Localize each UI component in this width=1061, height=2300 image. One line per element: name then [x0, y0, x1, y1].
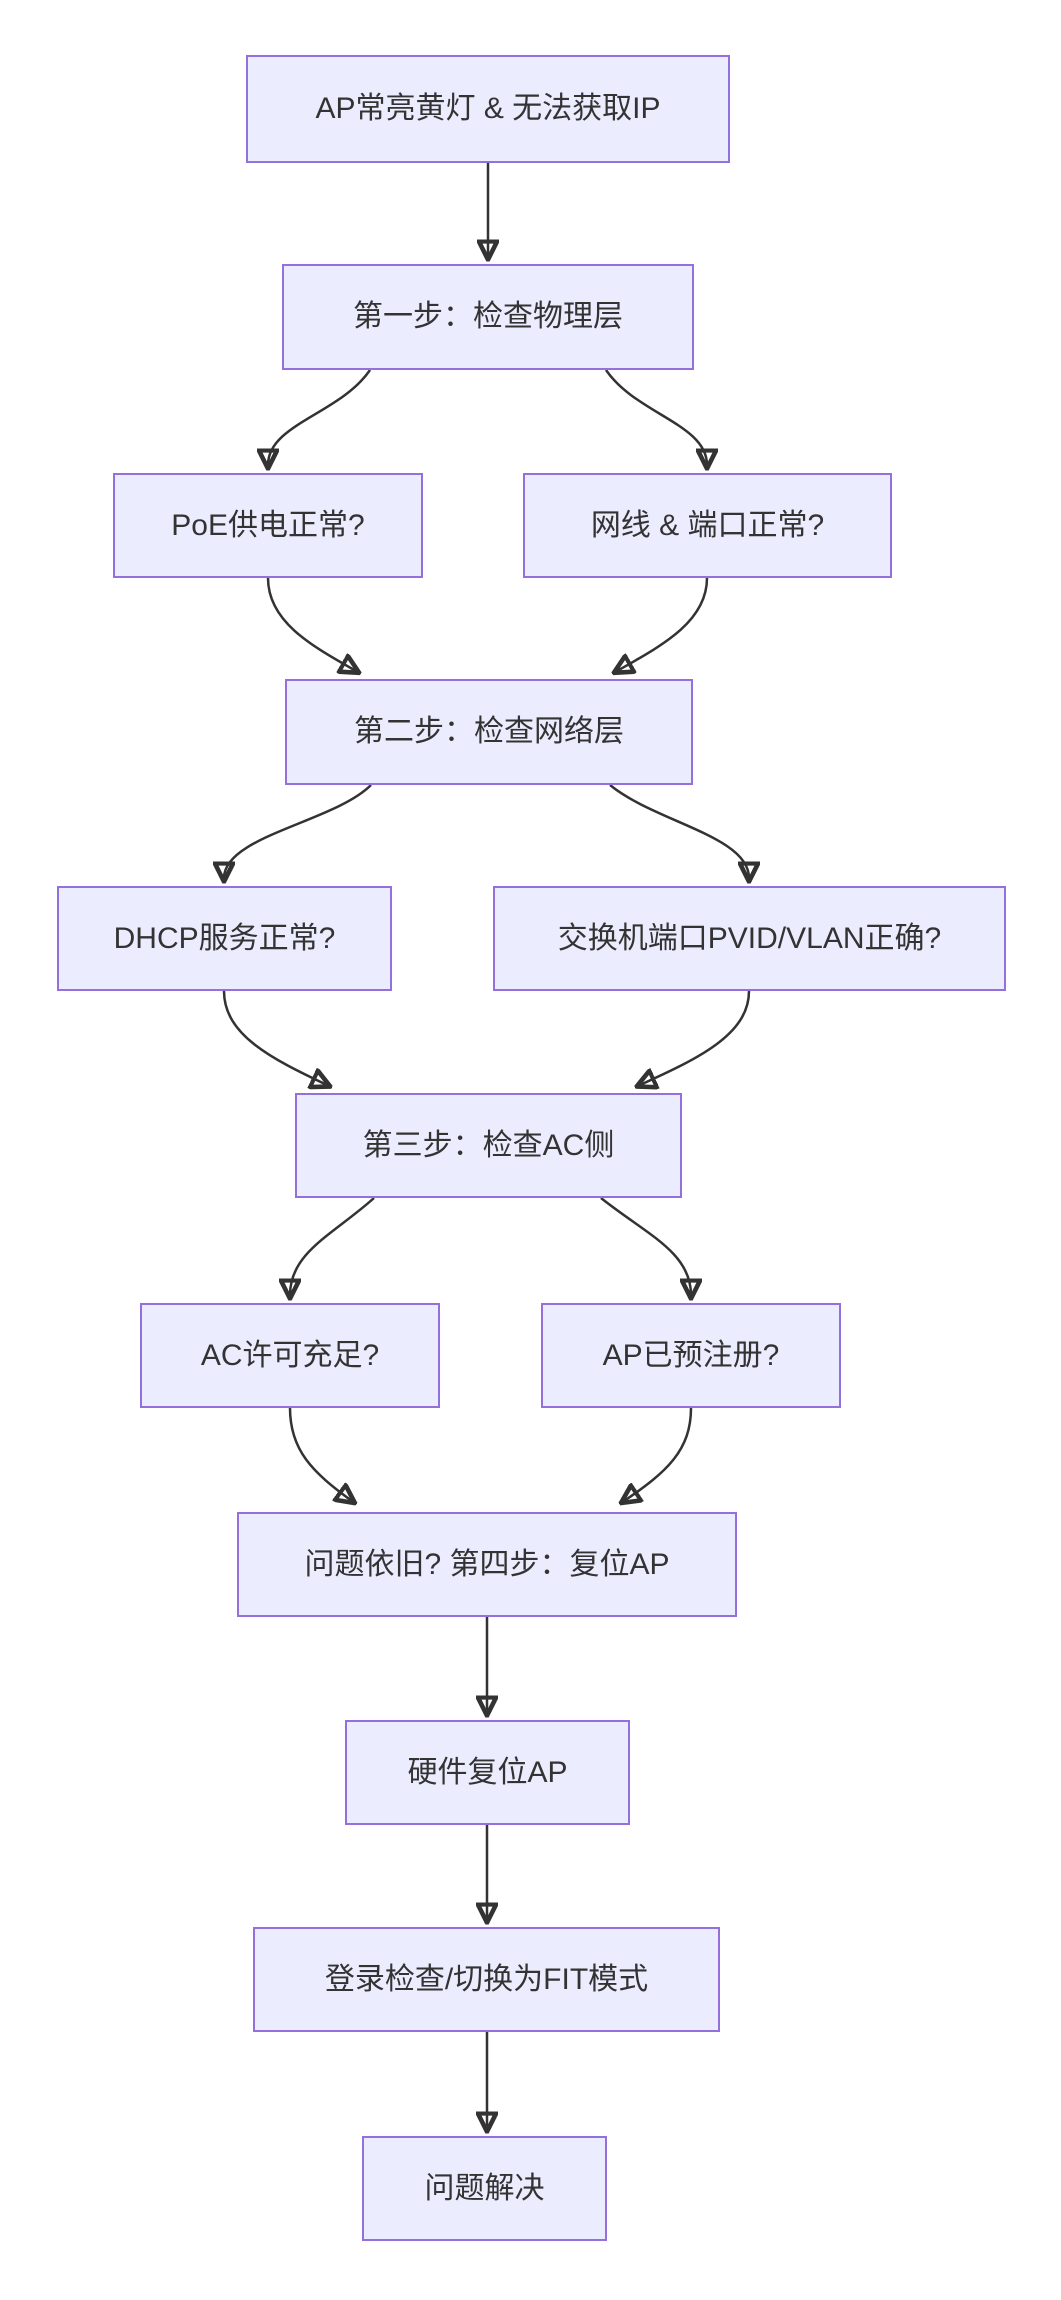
node-step4: 问题依旧? 第四步：复位AP: [237, 1512, 737, 1617]
node-symptom-label: AP常亮黄灯 & 无法获取IP: [315, 92, 661, 125]
node-dhcp: DHCP服务正常?: [57, 886, 392, 991]
node-solved: 问题解决: [362, 2136, 607, 2241]
node-vlan-label: 交换机端口PVID/VLAN正确?: [557, 921, 942, 955]
node-register-label: AP已预注册?: [602, 1338, 780, 1372]
node-step2-label: 第二步：检查网络层: [354, 715, 624, 748]
node-step2: 第二步：检查网络层: [285, 679, 693, 785]
node-fit: 登录检查/切换为FIT模式: [253, 1927, 720, 2032]
edge-register-step4: [624, 1407, 693, 1501]
edge-step2-dhcp: [224, 784, 372, 878]
edge-step3-license: [290, 1197, 375, 1295]
edge-step1-poe: [268, 369, 372, 465]
edge-poe-step2: [266, 577, 356, 671]
node-vlan: 交换机端口PVID/VLAN正确?: [493, 886, 1006, 991]
node-step1: 第一步：检查物理层: [282, 264, 694, 370]
node-reset-label: 硬件复位AP: [407, 1755, 568, 1789]
node-step1-label: 第一步：检查物理层: [353, 300, 623, 333]
node-poe-label: PoE供电正常?: [171, 508, 365, 542]
node-cable: 网线 & 端口正常?: [523, 473, 892, 578]
node-cable-label: 网线 & 端口正常?: [590, 508, 825, 542]
edge-dhcp-step3: [222, 990, 327, 1085]
node-step4-label: 问题依旧? 第四步：复位AP: [304, 1547, 670, 1581]
node-dhcp-label: DHCP服务正常?: [113, 921, 336, 955]
node-poe: PoE供电正常?: [113, 473, 423, 578]
edge-cable-step2: [617, 577, 709, 671]
node-license-label: AC许可充足?: [200, 1338, 380, 1372]
node-fit-label: 登录检查/切换为FIT模式: [324, 1962, 649, 1996]
edge-license-step4: [288, 1407, 352, 1501]
node-step3: 第三步：检查AC侧: [295, 1093, 682, 1198]
node-reset: 硬件复位AP: [345, 1720, 630, 1825]
node-symptom: AP常亮黄灯 & 无法获取IP: [246, 55, 730, 163]
node-step3-label: 第三步：检查AC侧: [362, 1128, 615, 1162]
edge-step3-register: [600, 1197, 691, 1295]
edge-step2-vlan: [609, 784, 749, 878]
edge-step1-cable: [604, 369, 707, 465]
edge-vlan-step3: [640, 990, 751, 1085]
node-license: AC许可充足?: [140, 1303, 440, 1408]
node-solved-label: 问题解决: [424, 2171, 545, 2205]
node-register: AP已预注册?: [541, 1303, 841, 1408]
